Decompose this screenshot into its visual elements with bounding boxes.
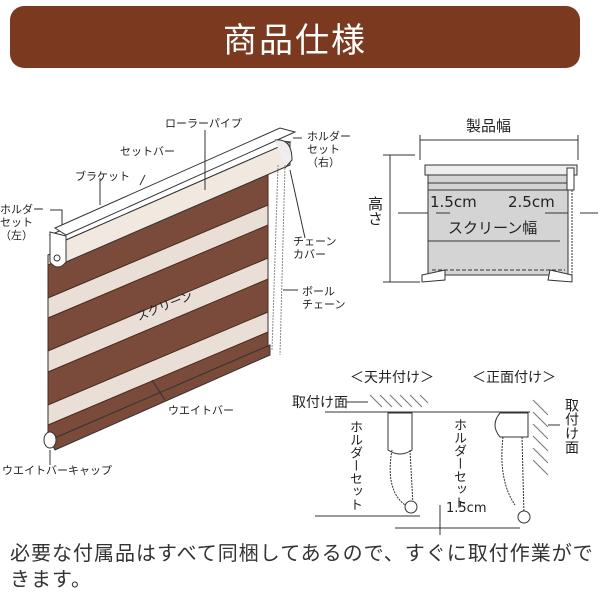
label-line: （右） — [307, 156, 340, 169]
label-roller-pipe: ローラーパイプ — [165, 117, 242, 130]
label-chain-cover: チェーン カバー — [293, 235, 336, 261]
label-line: チェーン — [302, 298, 346, 311]
label-line: カバー — [293, 248, 326, 261]
header-banner: 商品仕様 — [10, 6, 580, 68]
label-line: ボール — [302, 285, 335, 298]
label-screen-width: スクリーン幅 — [448, 219, 538, 237]
label-weight-bar: ウエイトバー — [168, 404, 234, 417]
roller-blind-illustration — [43, 127, 306, 465]
label-line: ホルダー — [307, 130, 351, 143]
label-ball-chain: ボール チェーン — [302, 285, 345, 311]
page-title: 商品仕様 — [223, 20, 367, 61]
label-product-width: 製品幅 — [466, 117, 512, 135]
label-left-gap: 1.5cm — [430, 193, 477, 211]
label-set-bar: セットバー — [120, 145, 175, 158]
label-holder-set-right: ホルダー セット （右） — [307, 130, 351, 169]
label-weight-bar-cap: ウエイトバーキャップ — [2, 464, 112, 477]
label-line: セット — [307, 143, 340, 156]
label-line: ホルダー — [0, 203, 44, 216]
label-mount-surface-vertical: 取付け面 — [563, 398, 579, 454]
label-holder-set-ceiling: ホルダーセット — [347, 420, 362, 511]
footer-note: 必要な付属品はすべて同梱してあるので、すぐに取付作業ができます。 — [10, 541, 594, 591]
label-line: セット — [0, 216, 33, 229]
label-bracket: ブラケット — [75, 170, 130, 183]
dimension-illustration — [383, 135, 598, 283]
mounting-illustration — [315, 393, 560, 535]
label-holder-set-left: ホルダー セット （左） — [0, 203, 44, 242]
label-line: （左） — [0, 229, 33, 242]
label-height: 高さ — [366, 196, 384, 226]
label-holder-set-front: ホルダーセット — [451, 418, 466, 509]
label-right-gap: 2.5cm — [508, 193, 555, 211]
label-offset: 1.5cm — [446, 501, 487, 516]
label-ceiling-mount: ＜天井付け＞ — [350, 370, 434, 386]
label-mount-surface: 取付け面 — [292, 395, 348, 411]
label-front-mount: ＜正面付け＞ — [472, 370, 556, 386]
label-line: チェーン — [293, 235, 337, 248]
